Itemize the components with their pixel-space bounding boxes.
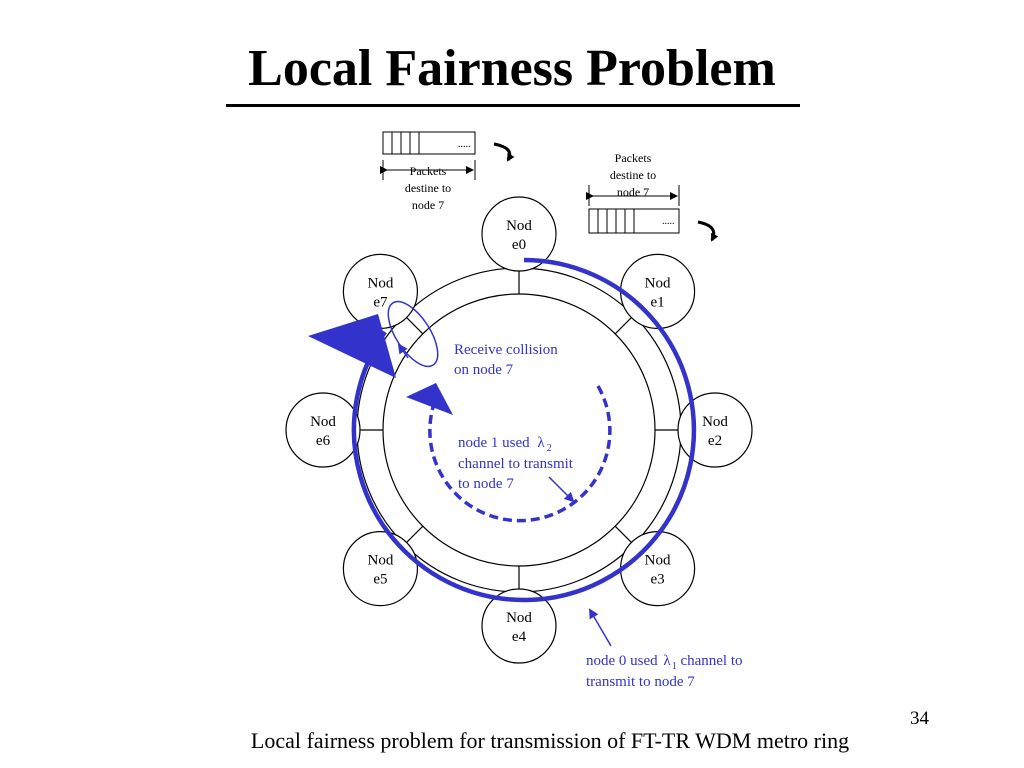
node-circle [481, 196, 557, 272]
queue-label-left-line2: destine to [405, 181, 451, 195]
lambda2-label-line2: channel to transmit [458, 456, 574, 472]
ring-node-7: Nod e7 [342, 253, 419, 330]
node-label-line2: e3 [651, 572, 665, 588]
lambda1-pointer [588, 608, 612, 647]
ring-node-0: Nod e0 [481, 196, 557, 272]
node-label-line2: e7 [373, 294, 388, 310]
lambda2-label-line3: to node 7 [458, 476, 514, 492]
ring-node-2: Nod e2 [677, 392, 753, 468]
node-circle [677, 392, 753, 468]
node-label-line1: Nod [645, 553, 671, 569]
queue-label-right-line1: Packets [615, 151, 652, 165]
lambda1-label-line1: node 0 used λ1 channel to [586, 653, 743, 672]
lambda2-label-prefix: node 1 used [458, 435, 533, 451]
connector-node1 [614, 317, 632, 335]
node-label-line2: e6 [316, 433, 331, 449]
lambda1-label-prefix: node 0 used [586, 653, 661, 669]
lambda1-transmission-arc [351, 257, 697, 603]
collision-label-line2: on node 7 [454, 362, 514, 378]
node-label-line1: Nod [310, 414, 336, 430]
queue-label-right-line3: node 7 [617, 185, 649, 199]
inner-ring [382, 293, 656, 567]
ring-node-6: Nod e6 [285, 392, 361, 468]
queue-dots-left: ..... [458, 139, 471, 150]
node-label-line1: Nod [367, 553, 393, 569]
packet-queue-node1: Packets destine to node 7 ..... [586, 151, 719, 242]
collision-label-line1: Receive collision [454, 342, 558, 358]
queue-label-right-line2: destine to [610, 168, 656, 182]
queue-dots-right: ..... [662, 216, 675, 227]
connector-node5 [406, 525, 424, 543]
ring-node-5: Nod e5 [342, 530, 419, 607]
page-number: 34 [910, 708, 929, 729]
lambda2-symbol: λ [537, 435, 545, 451]
node-label-line2: e2 [708, 433, 722, 449]
collision-highlight [387, 300, 439, 368]
lambda2-arrowhead [406, 383, 453, 415]
node-label-line1: Nod [645, 275, 671, 291]
lambda2-subscript: 2 [547, 443, 552, 454]
node-label-line2: e5 [373, 572, 387, 588]
queue-label-left-line1: Packets [410, 164, 447, 178]
node-label-line1: Nod [702, 414, 728, 430]
lambda1-symbol: λ [663, 653, 671, 669]
title-underline [226, 104, 800, 107]
node-circle [481, 588, 557, 664]
lambda1-subscript: 1 [672, 661, 677, 672]
node-label-line1: Nod [506, 218, 532, 234]
packet-queue-node0: ..... Packets destine to node 7 [380, 131, 515, 212]
ring-node-1: Nod e1 [619, 253, 696, 330]
collision-pointer [397, 343, 409, 359]
node-label-line2: e4 [512, 629, 527, 645]
queue-feed-arrow-left [493, 142, 515, 162]
slide-caption: Local fairness problem for transmission … [250, 728, 850, 753]
node-circle [342, 530, 419, 607]
queue-feed-arrow-right [697, 220, 719, 242]
connector-node3 [614, 525, 632, 543]
node-label-line2: e0 [512, 237, 526, 253]
lambda2-transmission-arc [428, 385, 612, 523]
lambda1-label-suffix: channel to [677, 653, 743, 669]
node-label-line1: Nod [367, 275, 393, 291]
node-connectors [360, 271, 678, 589]
lambda2-pointer [548, 476, 575, 503]
node-label-line2: e1 [651, 294, 665, 310]
lambda1-arrowhead [308, 314, 396, 378]
slide-title: Local Fairness Problem [248, 40, 776, 97]
node-circle [285, 392, 361, 468]
ring-node-3: Nod e3 [619, 530, 696, 607]
connector-node7 [406, 317, 424, 335]
node-label-line1: Nod [506, 610, 532, 626]
ring-node-4: Nod e4 [481, 588, 557, 664]
lambda1-label-line2: transmit to node 7 [586, 674, 695, 690]
queue-label-left-line3: node 7 [412, 198, 444, 212]
